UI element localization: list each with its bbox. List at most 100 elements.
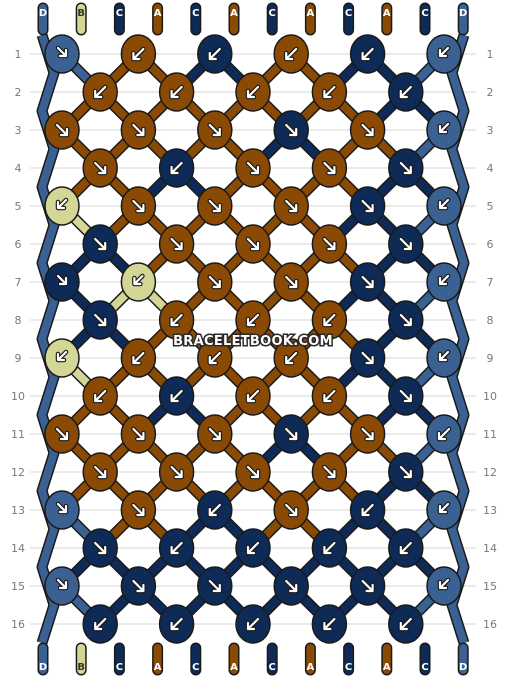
knot-arrow-icon: [208, 275, 221, 289]
knot-arrow-icon: [170, 541, 183, 555]
knot: [349, 490, 386, 530]
row-label-left: 5: [15, 200, 22, 213]
knot: [158, 604, 195, 644]
row-label-right: 5: [487, 200, 494, 213]
knot: [388, 72, 424, 112]
knot: [235, 452, 271, 492]
string-label-top: C: [269, 8, 276, 19]
knot: [349, 34, 386, 74]
knot: [311, 72, 348, 112]
knot-arrow-icon: [323, 389, 336, 403]
knot: [273, 34, 309, 74]
knot-arrow-icon: [94, 389, 107, 403]
knot-arrow-icon: [438, 46, 450, 58]
knot-arrow-icon: [56, 46, 68, 58]
knot: [388, 604, 424, 644]
knot: [197, 34, 233, 74]
knot-arrow-icon: [208, 199, 221, 213]
knot: [311, 528, 348, 568]
knot: [388, 300, 424, 340]
knot: [82, 452, 118, 492]
string-label-top: A: [383, 8, 391, 19]
knot: [311, 376, 348, 416]
row-label-right: 12: [483, 466, 497, 479]
knot-arrow-icon: [361, 427, 374, 441]
row-label-left: 10: [11, 390, 25, 403]
knot: [44, 566, 80, 606]
knot: [120, 186, 157, 226]
knot: [349, 566, 386, 606]
row-label-left: 14: [11, 542, 25, 555]
knot-arrow-icon: [208, 351, 221, 365]
knot-arrow-icon: [323, 313, 336, 327]
knot-arrow-icon: [246, 237, 260, 251]
knot: [311, 604, 348, 644]
row-label-left: 4: [15, 162, 22, 175]
knot-arrow-icon: [361, 503, 374, 517]
knot: [273, 490, 309, 530]
knot-arrow-icon: [323, 465, 336, 479]
knot: [235, 148, 271, 188]
string-label-bottom: A: [230, 662, 238, 673]
knot-arrow-icon: [170, 237, 183, 251]
string-label-top: C: [421, 8, 428, 19]
knot: [311, 300, 348, 340]
string-label-top: D: [459, 8, 467, 19]
knot: [120, 338, 157, 378]
knot: [235, 528, 271, 568]
knot: [426, 262, 462, 302]
knot-arrow-icon: [94, 313, 107, 327]
knot: [388, 148, 424, 188]
knot-arrow-icon: [399, 389, 412, 403]
knot-arrow-icon: [361, 47, 374, 61]
knot-grid: [44, 34, 462, 644]
string-label-bottom: A: [154, 662, 162, 673]
knot-arrow-icon: [438, 198, 450, 210]
string-label-bottom: C: [192, 662, 199, 673]
string-label-bottom: C: [421, 662, 428, 673]
row-label-left: 7: [15, 276, 22, 289]
row-label-right: 9: [487, 352, 494, 365]
knot-arrow-icon: [438, 502, 450, 514]
string-label-bottom: D: [459, 662, 467, 673]
knot: [311, 148, 348, 188]
knot-arrow-icon: [133, 274, 144, 286]
knot: [426, 490, 462, 530]
knot-arrow-icon: [56, 502, 68, 514]
knot: [311, 452, 348, 492]
row-label-right: 16: [483, 618, 497, 631]
knot-arrow-icon: [170, 85, 183, 99]
knot: [82, 148, 118, 188]
knot-arrow-icon: [285, 275, 298, 289]
row-label-left: 8: [15, 314, 22, 327]
knot-arrow-icon: [94, 237, 107, 251]
row-label-left: 15: [11, 580, 25, 593]
knot-arrow-icon: [285, 351, 298, 365]
knot-arrow-icon: [285, 199, 298, 213]
row-label-left: 11: [11, 428, 25, 441]
knot: [388, 224, 424, 264]
knot-arrow-icon: [132, 123, 145, 137]
knot: [349, 414, 386, 454]
knot-arrow-icon: [246, 389, 260, 403]
knot-arrow-icon: [246, 541, 260, 555]
knot: [44, 414, 80, 454]
string-label-top: C: [345, 8, 352, 19]
knot: [158, 224, 195, 264]
knot-arrow-icon: [246, 465, 260, 479]
knot: [349, 110, 386, 150]
knot-arrow-icon: [132, 47, 145, 61]
row-label-left: 12: [11, 466, 25, 479]
string-label-top: C: [116, 8, 123, 19]
knot: [426, 566, 462, 606]
knot: [235, 300, 271, 340]
knot-arrow-icon: [361, 123, 374, 137]
knot: [197, 262, 233, 302]
knot-arrow-icon: [361, 579, 374, 593]
row-label-right: 7: [487, 276, 494, 289]
knot-arrow-icon: [94, 465, 107, 479]
knot-arrow-icon: [323, 617, 336, 631]
knot-arrow-icon: [361, 275, 374, 289]
